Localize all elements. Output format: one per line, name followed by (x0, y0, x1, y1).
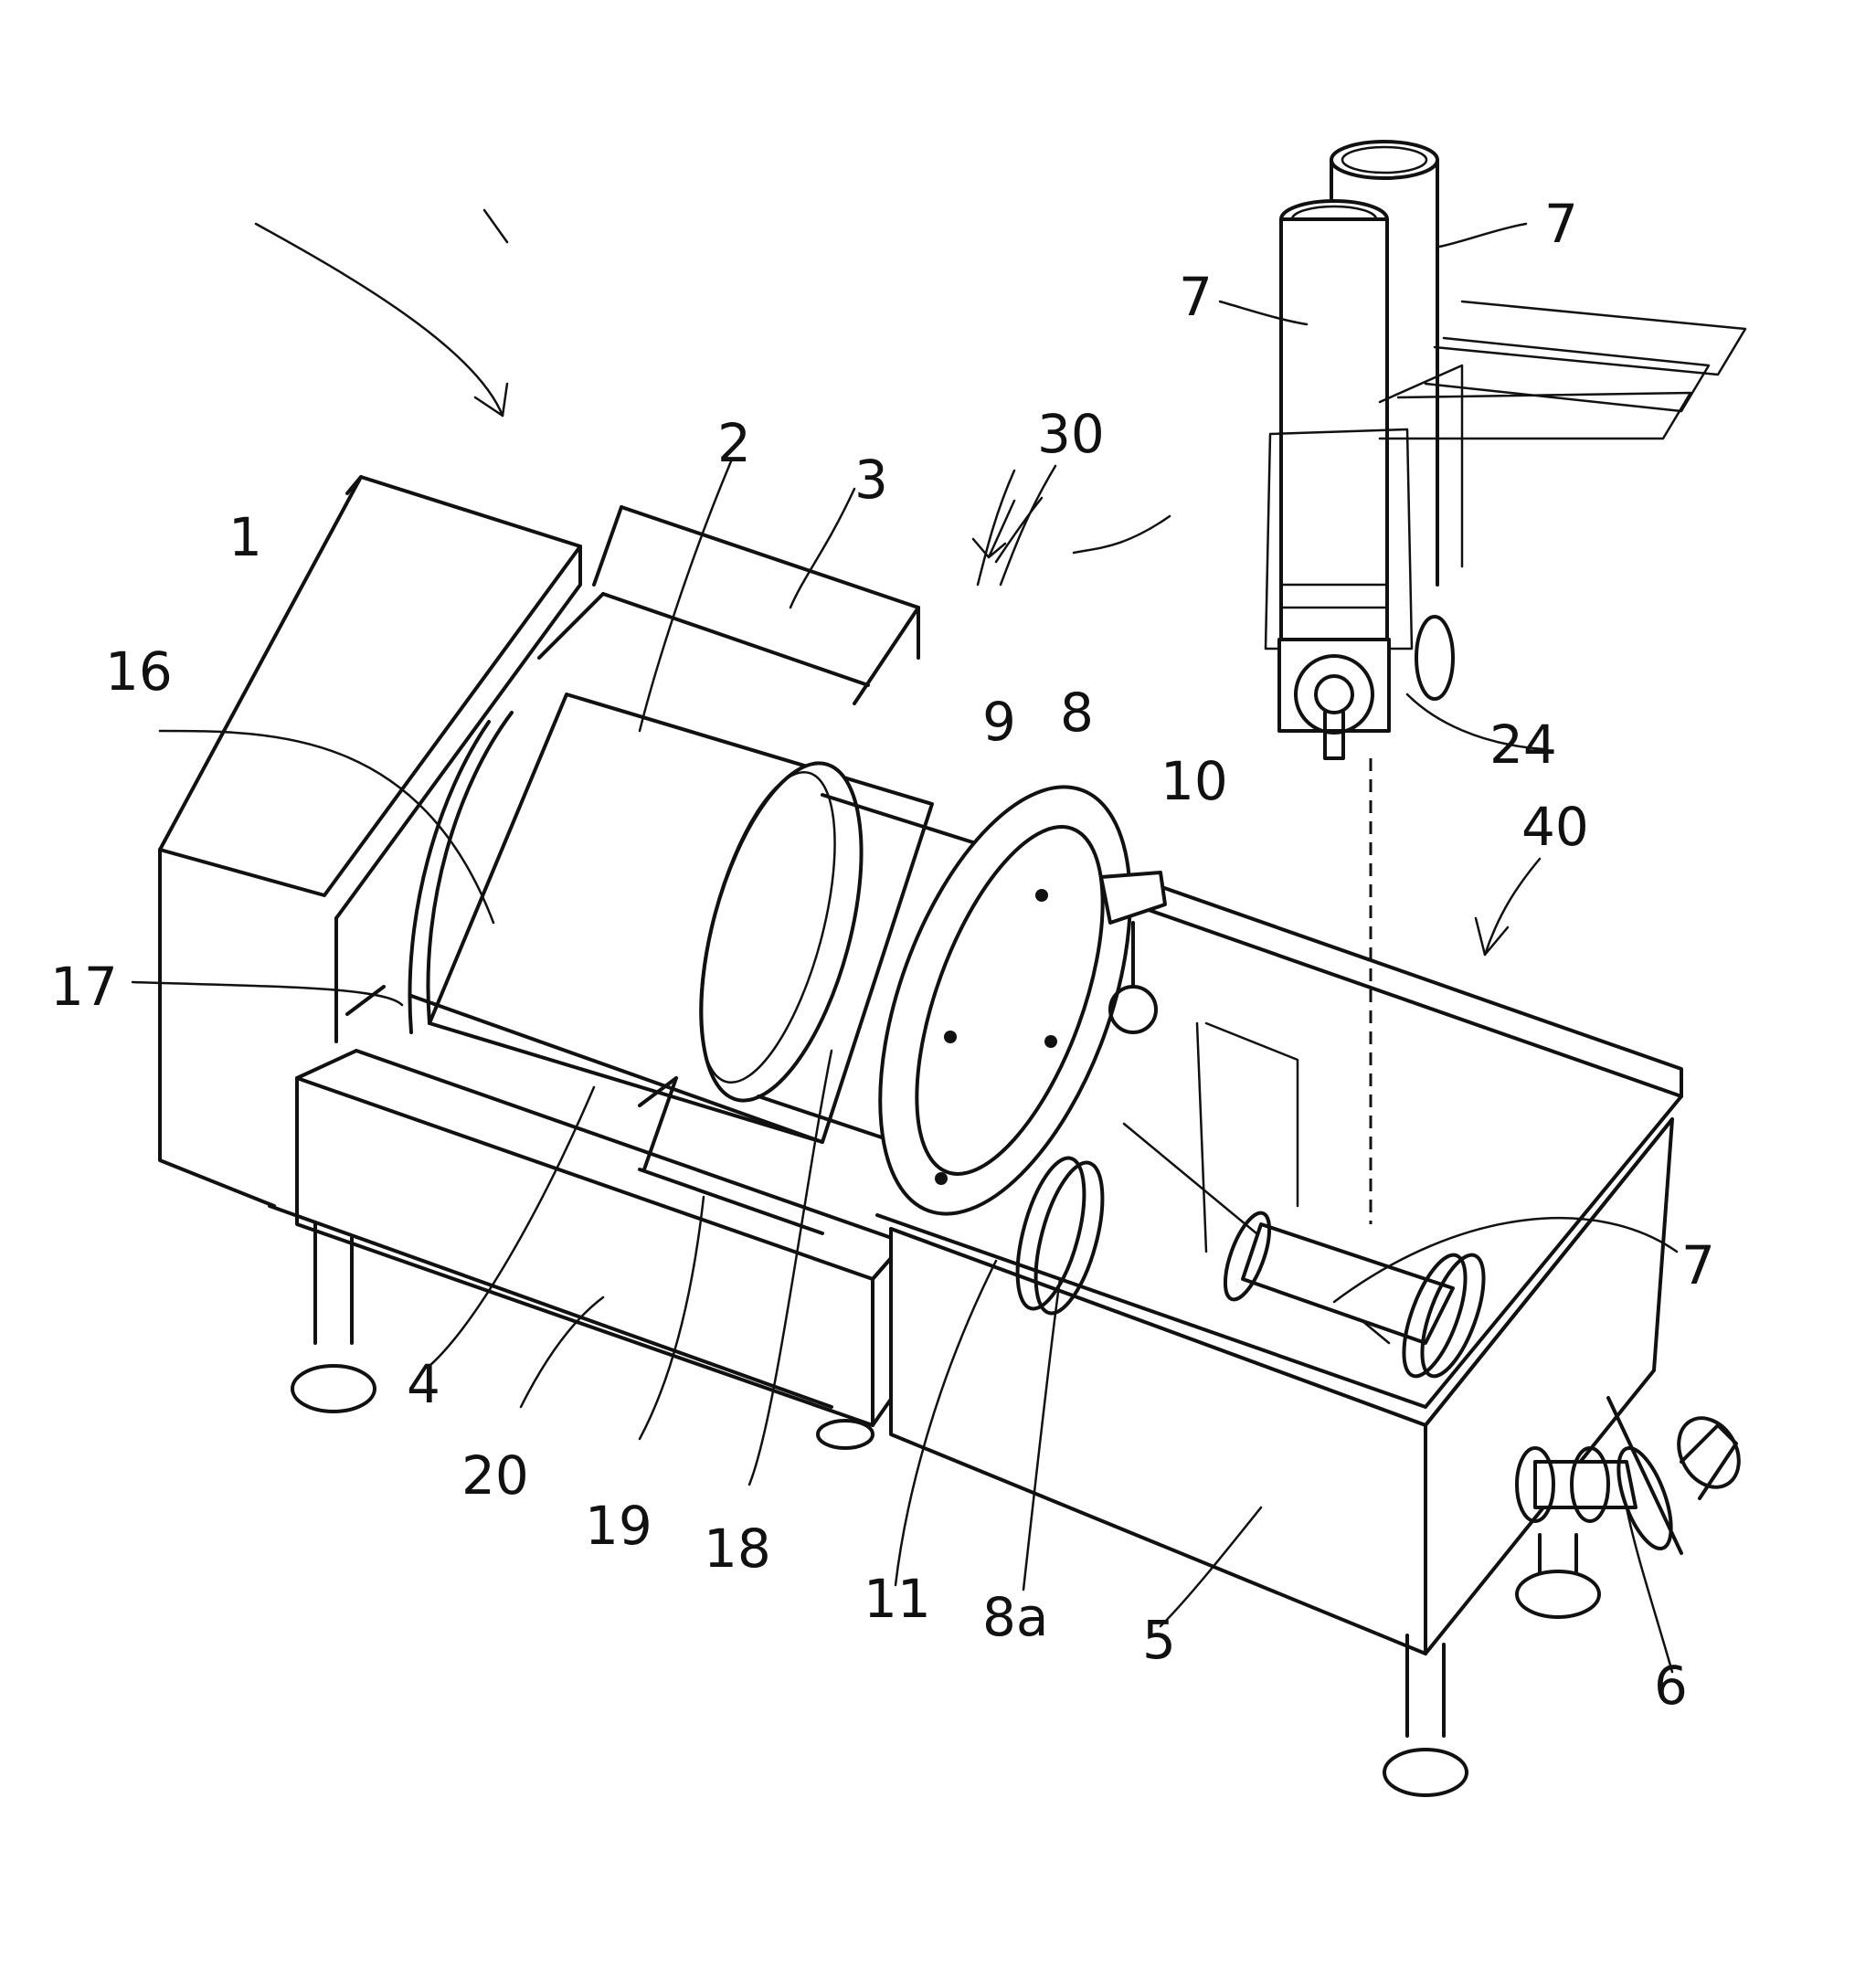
label-5: 5 (1142, 1609, 1176, 1671)
label-40: 40 (1521, 796, 1589, 858)
label-19: 19 (585, 1495, 652, 1557)
label-2: 2 (717, 412, 751, 474)
label-9: 9 (982, 691, 1016, 753)
label-24: 24 (1489, 714, 1557, 776)
label-11: 11 (864, 1568, 931, 1630)
label-1: 1 (228, 506, 262, 568)
leader-lines (132, 210, 1677, 1672)
label-17: 17 (50, 956, 118, 1018)
label-20: 20 (461, 1444, 529, 1507)
label-7-tank: 7 (1681, 1234, 1715, 1296)
label-8: 8 (1060, 682, 1094, 744)
label-16: 16 (105, 640, 173, 703)
label-3: 3 (854, 449, 888, 511)
outlet-valve (1517, 1398, 1751, 1555)
label-4: 4 (407, 1353, 440, 1415)
label-7-left: 7 (1179, 266, 1213, 328)
label-6: 6 (1654, 1655, 1688, 1717)
label-8a: 8a (982, 1586, 1048, 1648)
cartridge-unit (1266, 142, 1745, 758)
label-30: 30 (1037, 403, 1105, 465)
label-7-top: 7 (1544, 193, 1578, 255)
label-10: 10 (1161, 750, 1228, 812)
label-18: 18 (704, 1518, 771, 1580)
